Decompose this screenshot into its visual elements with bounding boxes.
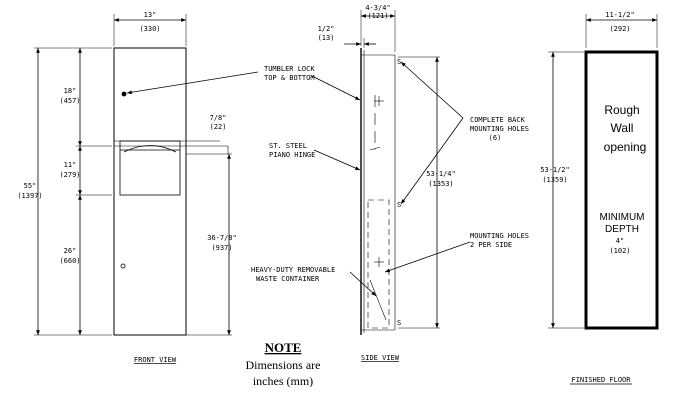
rough-text-2: Wall — [611, 121, 634, 135]
side-view-drawing — [311, 10, 471, 335]
front-view-drawing — [34, 14, 259, 336]
flange-in: 1/2" — [318, 25, 335, 33]
rough-width-mm: (292) — [609, 25, 630, 33]
waste-container-hidden — [367, 199, 390, 329]
min-depth-4: (102) — [609, 247, 630, 255]
front-panel-outline — [113, 47, 187, 336]
top-section-mm: (457) — [59, 97, 80, 105]
front-width-mm: (330) — [139, 25, 160, 33]
tumbler-lock-bottom — [120, 263, 126, 269]
dispenser-slot — [123, 145, 177, 153]
lower-height-mm: (937) — [211, 244, 232, 252]
hole-mark: S — [397, 201, 401, 209]
rough-opening-outline — [584, 50, 659, 330]
front-height-in: 55" — [24, 182, 37, 190]
min-depth-3: 4" — [616, 237, 624, 245]
front-view-label: FRONT VIEW — [134, 356, 177, 364]
towel-dispenser-opening — [119, 140, 181, 196]
tumbler-leader — [126, 71, 259, 95]
rough-text-3: opening — [604, 140, 647, 154]
note-line-2: inches (mm) — [253, 374, 313, 388]
mid-section-mm: (279) — [59, 171, 80, 179]
min-depth-2: DEPTH — [605, 224, 639, 235]
rough-text-1: Rough — [604, 103, 639, 117]
back-holes-label-2: MOUNTING HOLES — [470, 125, 529, 133]
offset-in: 7/8" — [210, 114, 227, 122]
hinge-label-1: ST. STEEL — [269, 142, 307, 150]
rough-opening-drawing — [548, 14, 659, 385]
waste-label-2: WASTE CONTAINER — [256, 275, 320, 283]
hole-mark: S — [397, 58, 401, 66]
waste-label-1: HEAVY-DUTY REMOVABLE — [251, 266, 335, 274]
tumbler-lock-top — [121, 91, 127, 97]
lower-height-in: 36-7/8" — [207, 234, 237, 242]
note-title: NOTE — [265, 340, 302, 355]
hole-mark: S — [397, 319, 401, 327]
front-height-mm: (1397) — [17, 192, 42, 200]
mounting-holes-label-1: MOUNTING HOLES — [470, 232, 529, 240]
bottom-section-mm: (660) — [59, 257, 80, 265]
mid-section-in: 11" — [64, 161, 77, 169]
hinge-label-2: PIANO HINGE — [269, 151, 315, 159]
side-height-mm: (1353) — [428, 180, 453, 188]
min-depth-1: MINIMUM — [600, 212, 645, 223]
note-line-1: Dimensions are — [246, 358, 321, 372]
side-view-label: SIDE VIEW — [361, 354, 400, 362]
side-depth-mm: (121) — [367, 12, 388, 20]
rough-width-in: 11-1/2" — [605, 11, 635, 19]
side-depth-in: 4-3/4" — [365, 4, 390, 12]
finished-floor-label: FINISHED FLOOR — [571, 376, 631, 384]
front-width-in: 13" — [144, 11, 157, 19]
rough-height-mm: (1359) — [542, 176, 567, 184]
mounting-holes-label-2: 2 PER SIDE — [470, 241, 512, 249]
flange-mm: (13) — [318, 34, 335, 42]
tumbler-label-1: TUMBLER LOCK — [264, 65, 315, 73]
back-holes-label-3: (6) — [489, 134, 502, 142]
top-section-in: 18" — [64, 87, 77, 95]
side-height-in: 53-1/4" — [426, 170, 456, 178]
offset-mm: (22) — [210, 123, 227, 131]
back-holes-label-1: COMPLETE BACK — [470, 116, 526, 124]
rough-height-in: 53-1/2" — [540, 166, 570, 174]
bottom-section-in: 26" — [64, 247, 77, 255]
tumbler-label-2: TOP & BOTTOM — [264, 74, 315, 82]
